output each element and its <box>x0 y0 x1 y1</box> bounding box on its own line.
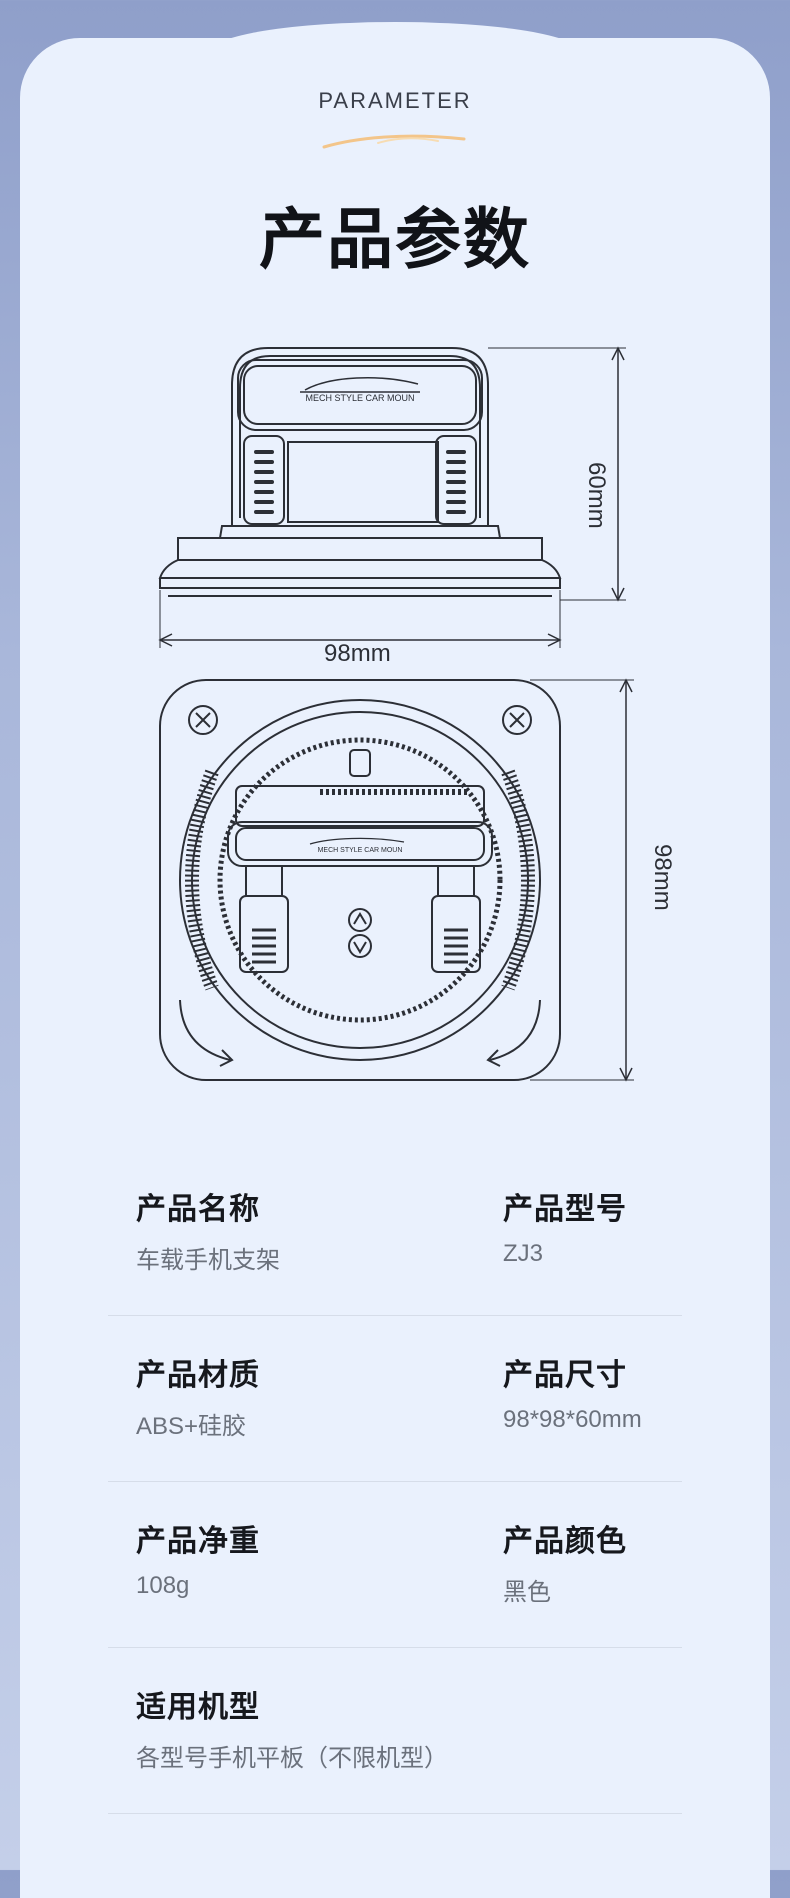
spec-value: 108g <box>136 1572 190 1599</box>
spec-value: 车载手机支架 <box>136 1247 280 1274</box>
spec-value: 98*98*60mm <box>503 1406 642 1433</box>
spec-item-name: 产品名称 车载手机支架 <box>136 1184 280 1275</box>
spec-value: ABS+硅胶 <box>136 1413 247 1440</box>
depth-dimension-label: 98mm <box>649 844 676 911</box>
spec-value: ZJ3 <box>503 1240 544 1267</box>
product-line-drawing: MECH STYLE CAR MOUN MECH STYLE CAR MOUN <box>158 346 634 1082</box>
spec-item-weight: 产品净重 108g <box>136 1516 260 1600</box>
spec-label: 适用机型 <box>136 1690 260 1725</box>
page-title: 产品参数 <box>259 201 531 278</box>
height-dimension-label: 60mm <box>583 462 610 529</box>
spec-label: 产品尺寸 <box>503 1358 627 1393</box>
brand-text-top: MECH STYLE CAR MOUN <box>318 847 403 854</box>
top-view <box>159 678 634 1082</box>
spec-item-material: 产品材质 ABS+硅胶 <box>136 1350 260 1441</box>
spec-label: 产品颜色 <box>503 1524 627 1559</box>
side-view <box>158 346 626 648</box>
spec-row: 适用机型 各型号手机平板（不限机型） <box>108 1648 682 1814</box>
spec-row: 产品材质 ABS+硅胶 产品尺寸 98*98*60mm <box>108 1316 682 1482</box>
spec-table: 产品名称 车载手机支架 产品型号 ZJ3 产品材质 ABS+硅胶 产品尺寸 98… <box>108 1150 682 1814</box>
brush-stroke-decoration <box>322 134 466 149</box>
spec-label: 产品材质 <box>136 1358 260 1393</box>
section-eyebrow: PARAMETER <box>318 88 472 113</box>
spec-item-color: 产品颜色 黑色 <box>503 1516 627 1607</box>
spec-value: 黑色 <box>503 1579 551 1606</box>
brand-text-side: MECH STYLE CAR MOUN <box>305 393 414 403</box>
spec-item-size: 产品尺寸 98*98*60mm <box>503 1350 642 1434</box>
spec-label: 产品型号 <box>503 1192 627 1227</box>
spec-item-model: 产品型号 ZJ3 <box>503 1184 627 1268</box>
spec-row: 产品净重 108g 产品颜色 黑色 <box>108 1482 682 1648</box>
spec-label: 产品名称 <box>136 1192 260 1227</box>
spec-value: 各型号手机平板（不限机型） <box>136 1745 448 1772</box>
spec-row: 产品名称 车载手机支架 产品型号 ZJ3 <box>108 1150 682 1316</box>
width-dimension-label: 98mm <box>324 640 391 667</box>
spec-item-compatibility: 适用机型 各型号手机平板（不限机型） <box>136 1682 448 1773</box>
spec-label: 产品净重 <box>136 1524 260 1559</box>
